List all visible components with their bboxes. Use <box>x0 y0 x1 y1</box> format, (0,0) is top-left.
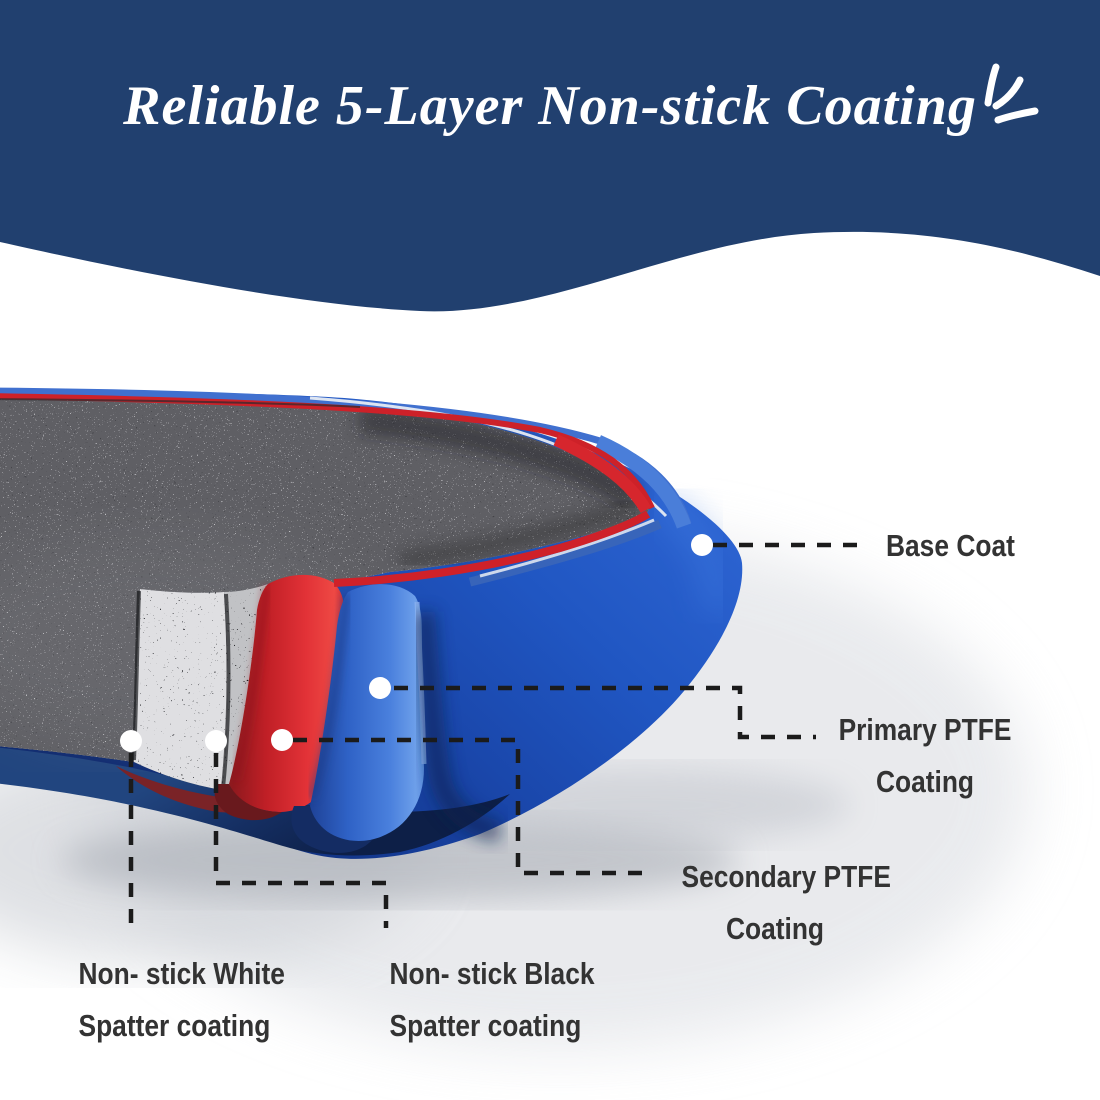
label-primary-ptfe-line1: Primary PTFE <box>838 712 1012 747</box>
callout-connectors <box>128 542 868 928</box>
label-base-coat: Base Coat <box>886 520 1015 572</box>
label-white-spatter-line2: Spatter coating <box>78 1008 271 1043</box>
connector-secondary-ptfe <box>293 737 643 876</box>
rim-rings <box>0 387 692 587</box>
label-black-spatter: Non- stick Black Spatter coating <box>389 948 595 1052</box>
label-secondary-ptfe: Secondary PTFE Coating <box>681 851 891 955</box>
connector-black-spatter <box>213 753 389 928</box>
marker-dot-base-coat <box>691 534 713 556</box>
label-base-coat-text: Base Coat <box>886 528 1015 563</box>
pan <box>0 387 743 859</box>
label-secondary-ptfe-line2: Coating <box>725 911 825 946</box>
label-white-spatter-line1: Non- stick White <box>78 956 285 991</box>
label-secondary-ptfe-line1: Secondary PTFE <box>681 859 891 894</box>
title-flourish <box>984 63 1039 124</box>
marker-dot-primary-ptfe <box>369 677 391 699</box>
marker-dots <box>120 534 713 752</box>
label-white-spatter: Non- stick White Spatter coating <box>78 948 285 1052</box>
label-black-spatter-line2: Spatter coating <box>389 1008 582 1043</box>
label-primary-ptfe: Primary PTFE Coating <box>832 704 1019 808</box>
marker-dot-secondary-ptfe <box>271 729 293 751</box>
secondary-ptfe-layer <box>214 574 347 821</box>
cut-crease-shadow <box>413 611 503 843</box>
connector-primary-ptfe <box>394 685 816 740</box>
marker-dot-black-spatter <box>205 730 227 752</box>
page-title: Reliable 5-Layer Non-stick Coating <box>123 75 977 137</box>
label-black-spatter-line1: Non- stick Black <box>389 956 595 991</box>
header-wave <box>0 0 1100 312</box>
marker-dot-white-spatter <box>120 730 142 752</box>
label-primary-ptfe-line2: Coating <box>875 764 975 799</box>
